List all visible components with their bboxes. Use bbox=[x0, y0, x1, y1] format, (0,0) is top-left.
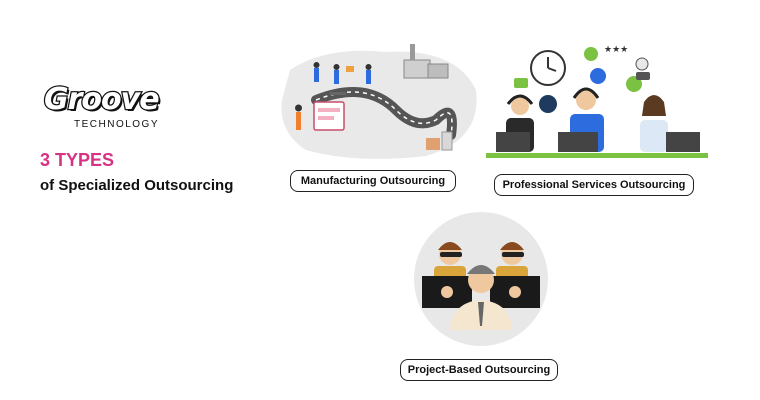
call-center-illustration: ★★★ bbox=[486, 45, 708, 158]
brand-logo-wordmark: Groove bbox=[43, 81, 161, 119]
professional-services-outsourcing-label: Professional Services Outsourcing bbox=[494, 174, 694, 196]
manufacturing-outsourcing-label: Manufacturing Outsourcing bbox=[290, 170, 456, 192]
brand-logo-tagline: TECHNOLOGY bbox=[74, 119, 160, 130]
developers-illustration bbox=[414, 212, 548, 346]
project-based-outsourcing-label: Project-Based Outsourcing bbox=[400, 359, 558, 381]
svg-text:★★★: ★★★ bbox=[604, 45, 628, 55]
types-heading: 3 TYPES bbox=[40, 150, 115, 170]
types-subtitle: of Specialized Outsourcing bbox=[40, 177, 234, 194]
manufacturing-illustration bbox=[281, 44, 477, 159]
